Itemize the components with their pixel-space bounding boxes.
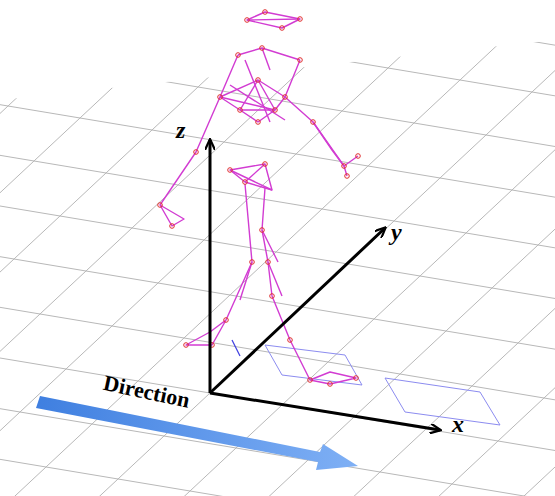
joint-marker bbox=[283, 95, 288, 100]
joint-marker bbox=[298, 58, 303, 63]
footprint-outline bbox=[265, 345, 500, 425]
grid-line bbox=[0, 0, 555, 117]
joint-marker bbox=[356, 154, 361, 159]
direction-arrow bbox=[36, 396, 358, 470]
joint-marker bbox=[250, 260, 255, 265]
joint-marker bbox=[354, 376, 359, 381]
x-axis bbox=[210, 393, 440, 430]
grid-line bbox=[0, 196, 555, 496]
grid-line bbox=[0, 0, 555, 332]
grid-line bbox=[154, 0, 555, 496]
joint-marker bbox=[298, 17, 303, 22]
joint-marker bbox=[273, 108, 278, 113]
grid-line bbox=[0, 0, 338, 496]
joint-marker bbox=[308, 378, 313, 383]
joint-marker bbox=[170, 224, 175, 229]
joint-marker bbox=[345, 174, 350, 179]
grid-line bbox=[0, 0, 555, 289]
grid-line bbox=[0, 153, 555, 496]
joint-marker bbox=[280, 26, 285, 31]
joint-marker bbox=[158, 203, 163, 208]
joint-marker bbox=[218, 95, 223, 100]
axis-label: z bbox=[176, 118, 185, 142]
joint-marker bbox=[260, 46, 265, 51]
grid-line bbox=[10, 0, 555, 496]
grid-line bbox=[0, 239, 555, 496]
joint-marker bbox=[245, 18, 250, 23]
axis-label: x bbox=[452, 412, 464, 436]
joint-marker bbox=[224, 318, 229, 323]
grid-line bbox=[0, 0, 555, 418]
grid-line bbox=[0, 325, 555, 496]
joint-marker bbox=[260, 228, 265, 233]
grid-line bbox=[0, 0, 555, 160]
joint-marker bbox=[311, 120, 316, 125]
joint-marker bbox=[256, 78, 261, 83]
joint-marker bbox=[328, 382, 333, 387]
grid-line bbox=[0, 0, 555, 246]
z-axis bbox=[209, 140, 212, 393]
grid-line bbox=[0, 0, 555, 203]
joint-marker bbox=[238, 108, 243, 113]
joint-marker bbox=[243, 180, 248, 185]
joint-marker bbox=[342, 164, 347, 169]
joint-marker bbox=[256, 120, 261, 125]
joint-marker bbox=[263, 10, 268, 15]
grid-line bbox=[0, 454, 555, 496]
grid-line bbox=[0, 24, 555, 496]
grid-line bbox=[0, 0, 555, 375]
joint-marker bbox=[288, 338, 293, 343]
grid-line bbox=[0, 0, 482, 496]
joint-marker bbox=[270, 294, 275, 299]
joint-marker bbox=[228, 168, 233, 173]
joint-marker bbox=[194, 150, 199, 155]
axis-label: y bbox=[391, 220, 402, 244]
joint-marker bbox=[263, 162, 268, 167]
joint-marker bbox=[266, 260, 271, 265]
direction-label: Direction bbox=[101, 372, 191, 412]
joint-marker bbox=[184, 343, 189, 348]
joint-marker bbox=[236, 53, 241, 58]
y-axis bbox=[210, 228, 385, 393]
grid-line bbox=[0, 282, 555, 496]
